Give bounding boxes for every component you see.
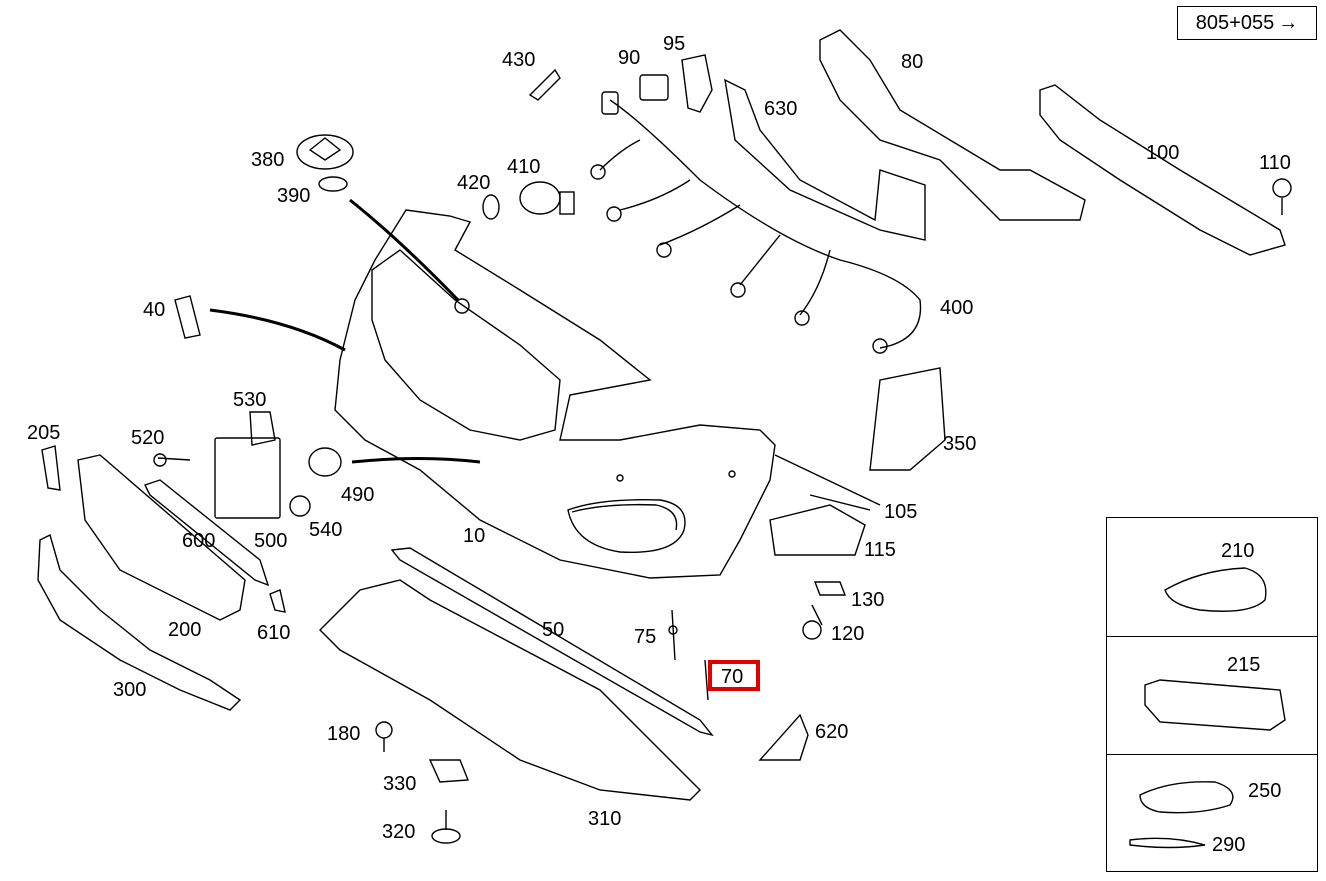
callout-490[interactable]: 490 xyxy=(341,484,375,506)
callout-105[interactable]: 105 xyxy=(884,501,918,523)
callout-400[interactable]: 400 xyxy=(940,297,974,319)
inset-divider xyxy=(1107,636,1317,637)
callout-200[interactable]: 200 xyxy=(168,619,202,641)
callout-380[interactable]: 380 xyxy=(251,149,285,171)
callout-80[interactable]: 80 xyxy=(901,51,924,73)
callout-10[interactable]: 10 xyxy=(463,525,486,547)
inset-panel xyxy=(1106,517,1318,872)
callout-520[interactable]: 520 xyxy=(131,427,165,449)
left-parts xyxy=(37,295,311,711)
callout-100[interactable]: 100 xyxy=(1146,142,1180,164)
callout-390[interactable]: 390 xyxy=(277,185,311,207)
callout-300[interactable]: 300 xyxy=(113,679,147,701)
callout-350[interactable]: 350 xyxy=(943,433,977,455)
inset-drawings xyxy=(1129,567,1286,849)
emblem-and-sensors xyxy=(296,134,575,477)
callout-95[interactable]: 95 xyxy=(663,33,686,55)
callout-290[interactable]: 290 xyxy=(1212,834,1246,856)
callout-410[interactable]: 410 xyxy=(507,156,541,178)
callout-630[interactable]: 630 xyxy=(764,98,798,120)
callout-75[interactable]: 75 xyxy=(634,626,657,648)
arrow-right-icon: → xyxy=(1278,11,1299,34)
callout-330[interactable]: 330 xyxy=(383,773,417,795)
callout-320[interactable]: 320 xyxy=(382,821,416,843)
wiring-harness xyxy=(590,91,922,354)
highlight-box xyxy=(708,660,760,691)
callout-70[interactable]: 70 xyxy=(721,666,744,688)
callout-620[interactable]: 620 xyxy=(815,721,849,743)
callout-250[interactable]: 250 xyxy=(1248,780,1282,802)
callout-530[interactable]: 530 xyxy=(233,389,267,411)
callout-420[interactable]: 420 xyxy=(457,172,491,194)
inset-divider xyxy=(1107,754,1317,755)
pointer-arrows xyxy=(209,198,481,464)
callout-600[interactable]: 600 xyxy=(182,530,216,552)
callout-50[interactable]: 50 xyxy=(542,619,565,641)
top-parts xyxy=(528,29,1292,256)
callout-430[interactable]: 430 xyxy=(502,49,536,71)
callout-90[interactable]: 90 xyxy=(618,47,641,69)
reference-text: 805+055 xyxy=(1195,11,1275,34)
lower-parts xyxy=(319,367,946,844)
callout-205[interactable]: 205 xyxy=(27,422,61,444)
callout-40[interactable]: 40 xyxy=(143,299,166,321)
callout-110[interactable]: 110 xyxy=(1259,152,1291,174)
callout-115[interactable]: 115 xyxy=(864,539,896,561)
reference-box: 805+055 → xyxy=(1177,6,1317,40)
callout-500[interactable]: 500 xyxy=(254,530,288,552)
callout-120[interactable]: 120 xyxy=(831,623,865,645)
callout-130[interactable]: 130 xyxy=(851,589,885,611)
bumper-cover xyxy=(334,209,881,579)
callout-310[interactable]: 310 xyxy=(588,808,622,830)
callout-210[interactable]: 210 xyxy=(1221,540,1255,562)
callout-610[interactable]: 610 xyxy=(257,622,291,644)
callout-540[interactable]: 540 xyxy=(309,519,343,541)
callout-180[interactable]: 180 xyxy=(327,723,361,745)
callout-215[interactable]: 215 xyxy=(1227,654,1261,676)
